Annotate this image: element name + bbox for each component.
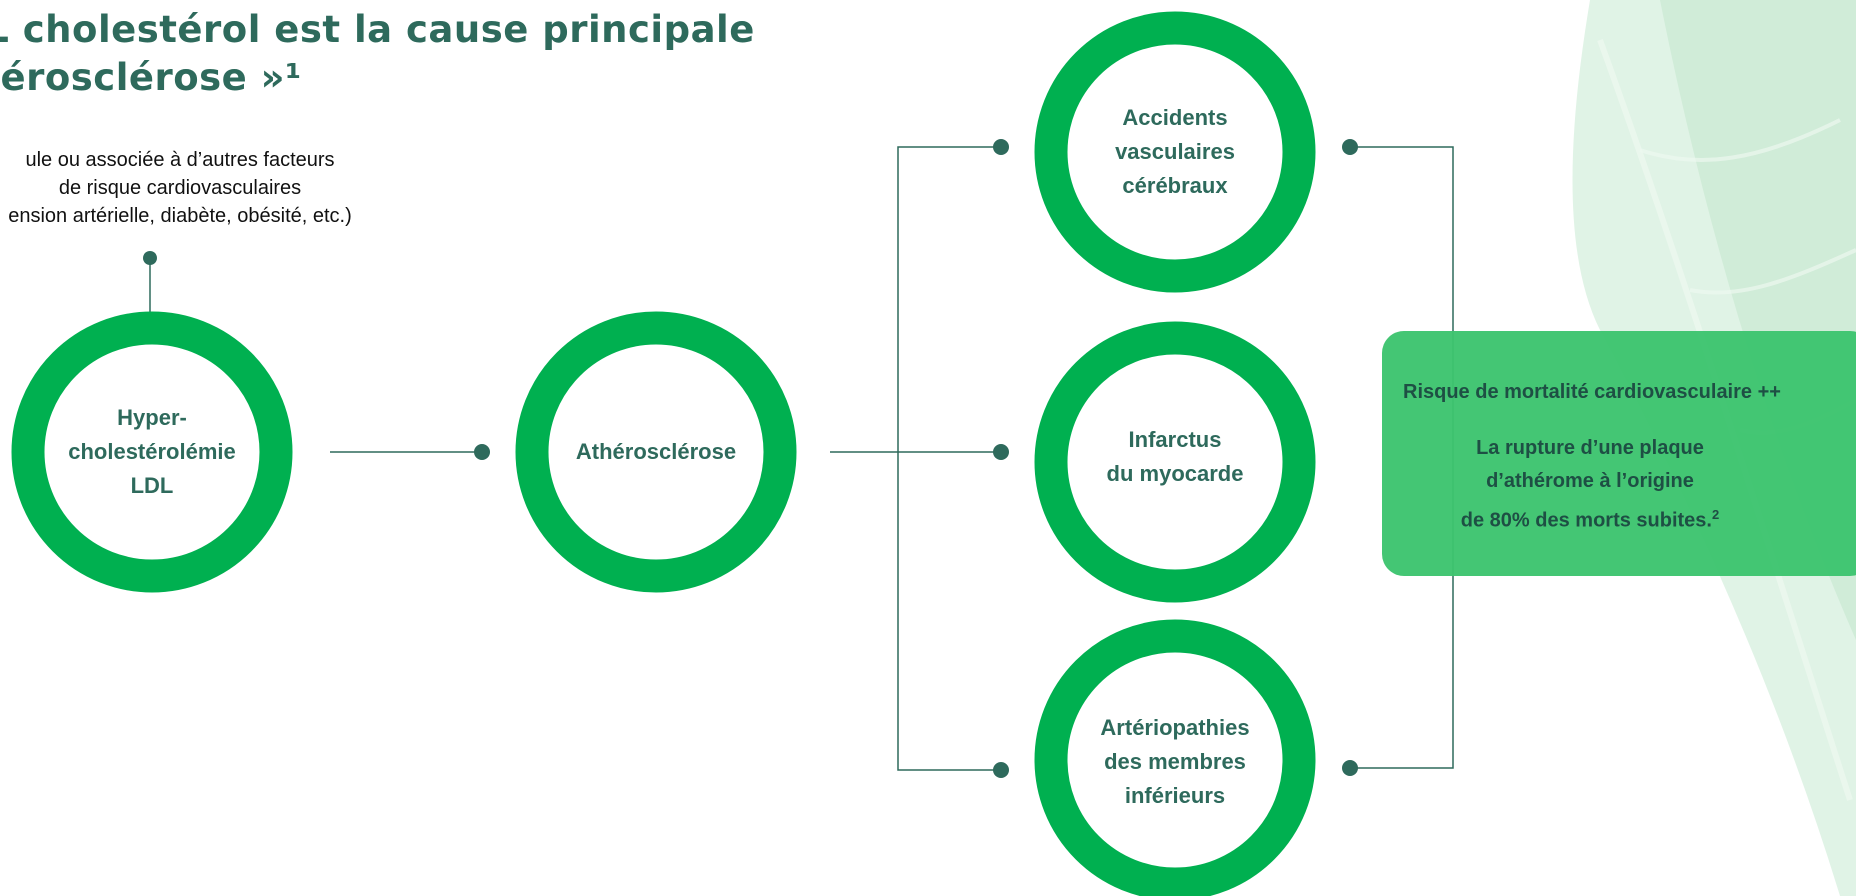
node-label-line: cérébraux [1122,173,1228,198]
mortality-callout-box [1382,331,1856,576]
left-branch-bracket [897,146,1001,771]
connector-dot [474,444,490,460]
node-label-line: Athérosclérose [575,439,737,464]
connector-dot [143,251,157,265]
callout-body-line: d’athérome à l’origine [1486,470,1694,492]
risk-factors-line-3: ension artérielle, diabète, obésité, etc… [8,205,352,227]
footnote-reference: 2 [1711,507,1720,522]
connector-dot [1342,139,1358,155]
athero-ring [515,311,797,593]
node-label-line: Hyper- [117,405,187,430]
callout-body-line: La rupture d’une plaque [1476,437,1704,459]
connector-dot [1342,760,1358,776]
node-label-line: vasculaires [1115,139,1235,164]
node-label-line: Infarctus [1128,427,1222,452]
node-label-line: LDL [130,473,174,498]
node-label-line: des membres [1104,749,1246,774]
title-line-2: athérosclérose »¹ [0,56,302,99]
leaf-vein [1689,248,1856,295]
callout-body-line: de 80% des morts subites.2 [1440,498,1740,538]
avc-ring [1034,11,1316,293]
node-label-line: Accidents [1122,105,1228,130]
risk-factors-line-2: de risque cardiovasculaires [58,177,302,199]
callout-body: La rupture d’une plaque d’athérome à l’o… [1440,432,1740,538]
node-hypercholesterolemie: Hyper- cholestérolémie LDL [52,402,252,502]
infarctus-ring [1034,321,1316,603]
callout-body-text: de 80% des morts subites. [1460,509,1712,532]
connector-dot [993,444,1009,460]
arterio-ring [1034,619,1316,896]
node-atherosclerose: Athérosclérose [556,427,756,477]
connector-dot [993,139,1009,155]
node-label-line: du myocarde [1106,461,1244,486]
hyper-ring [11,311,293,593]
node-infarctus-du-myocarde: Infarctus du myocarde [1075,417,1275,497]
risk-factors-line-1: ule ou associée à d’autres facteurs [25,149,335,171]
callout-heading: Risque de mortalité cardiovasculaire ++ [1403,381,1781,403]
connector-dot [993,762,1009,778]
risk-factors-text: ule ou associée à d’autres facteurs de r… [0,146,390,230]
leaf-vein [1639,118,1841,162]
node-label-line: inférieurs [1124,783,1226,808]
node-label-line: Artériopathies [1100,715,1250,740]
node-label-line: cholestérolémie [68,439,236,464]
node-accidents-vasculaires-cerebraux: Accidents vasculaires cérébraux [1075,97,1275,207]
page-title: LDL cholestérol est la cause principale … [0,6,830,102]
title-line-1: LDL cholestérol est la cause principale [0,8,755,51]
node-arteriopathies-membres-inferieurs: Artériopathies des membres inférieurs [1075,707,1275,817]
